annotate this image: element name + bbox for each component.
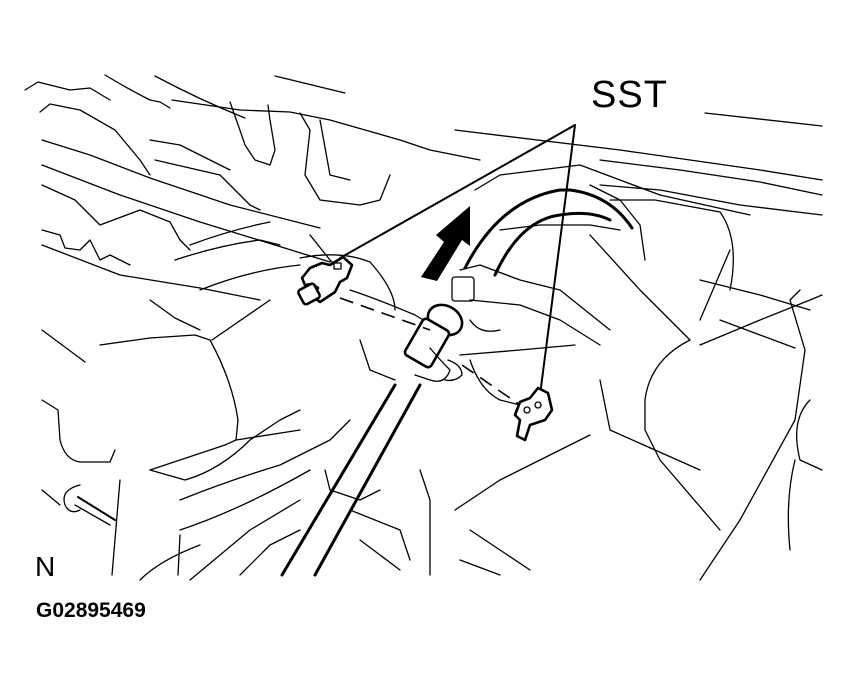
right-hand [299, 224, 621, 381]
sst-tool-right [513, 386, 554, 442]
figure-id-label: G02895469 [36, 599, 146, 622]
alignment-dash-right [461, 364, 521, 406]
fuel-pipe [139, 383, 431, 581]
left-hand [41, 299, 301, 481]
alignment-dash-left [339, 297, 431, 331]
sst-tool-left [297, 255, 354, 306]
vacuum-hose [463, 188, 634, 277]
hose-clamp-ring [41, 479, 121, 576]
engine-bay-lines [24, 74, 823, 349]
sst-leader-lines [339, 124, 576, 396]
air-cleaner-housing [454, 199, 823, 581]
sst-callout-label: SST [591, 74, 668, 116]
quick-connector [403, 276, 475, 382]
direction-arrow-icon [421, 206, 470, 281]
view-code-label: N [35, 551, 56, 582]
